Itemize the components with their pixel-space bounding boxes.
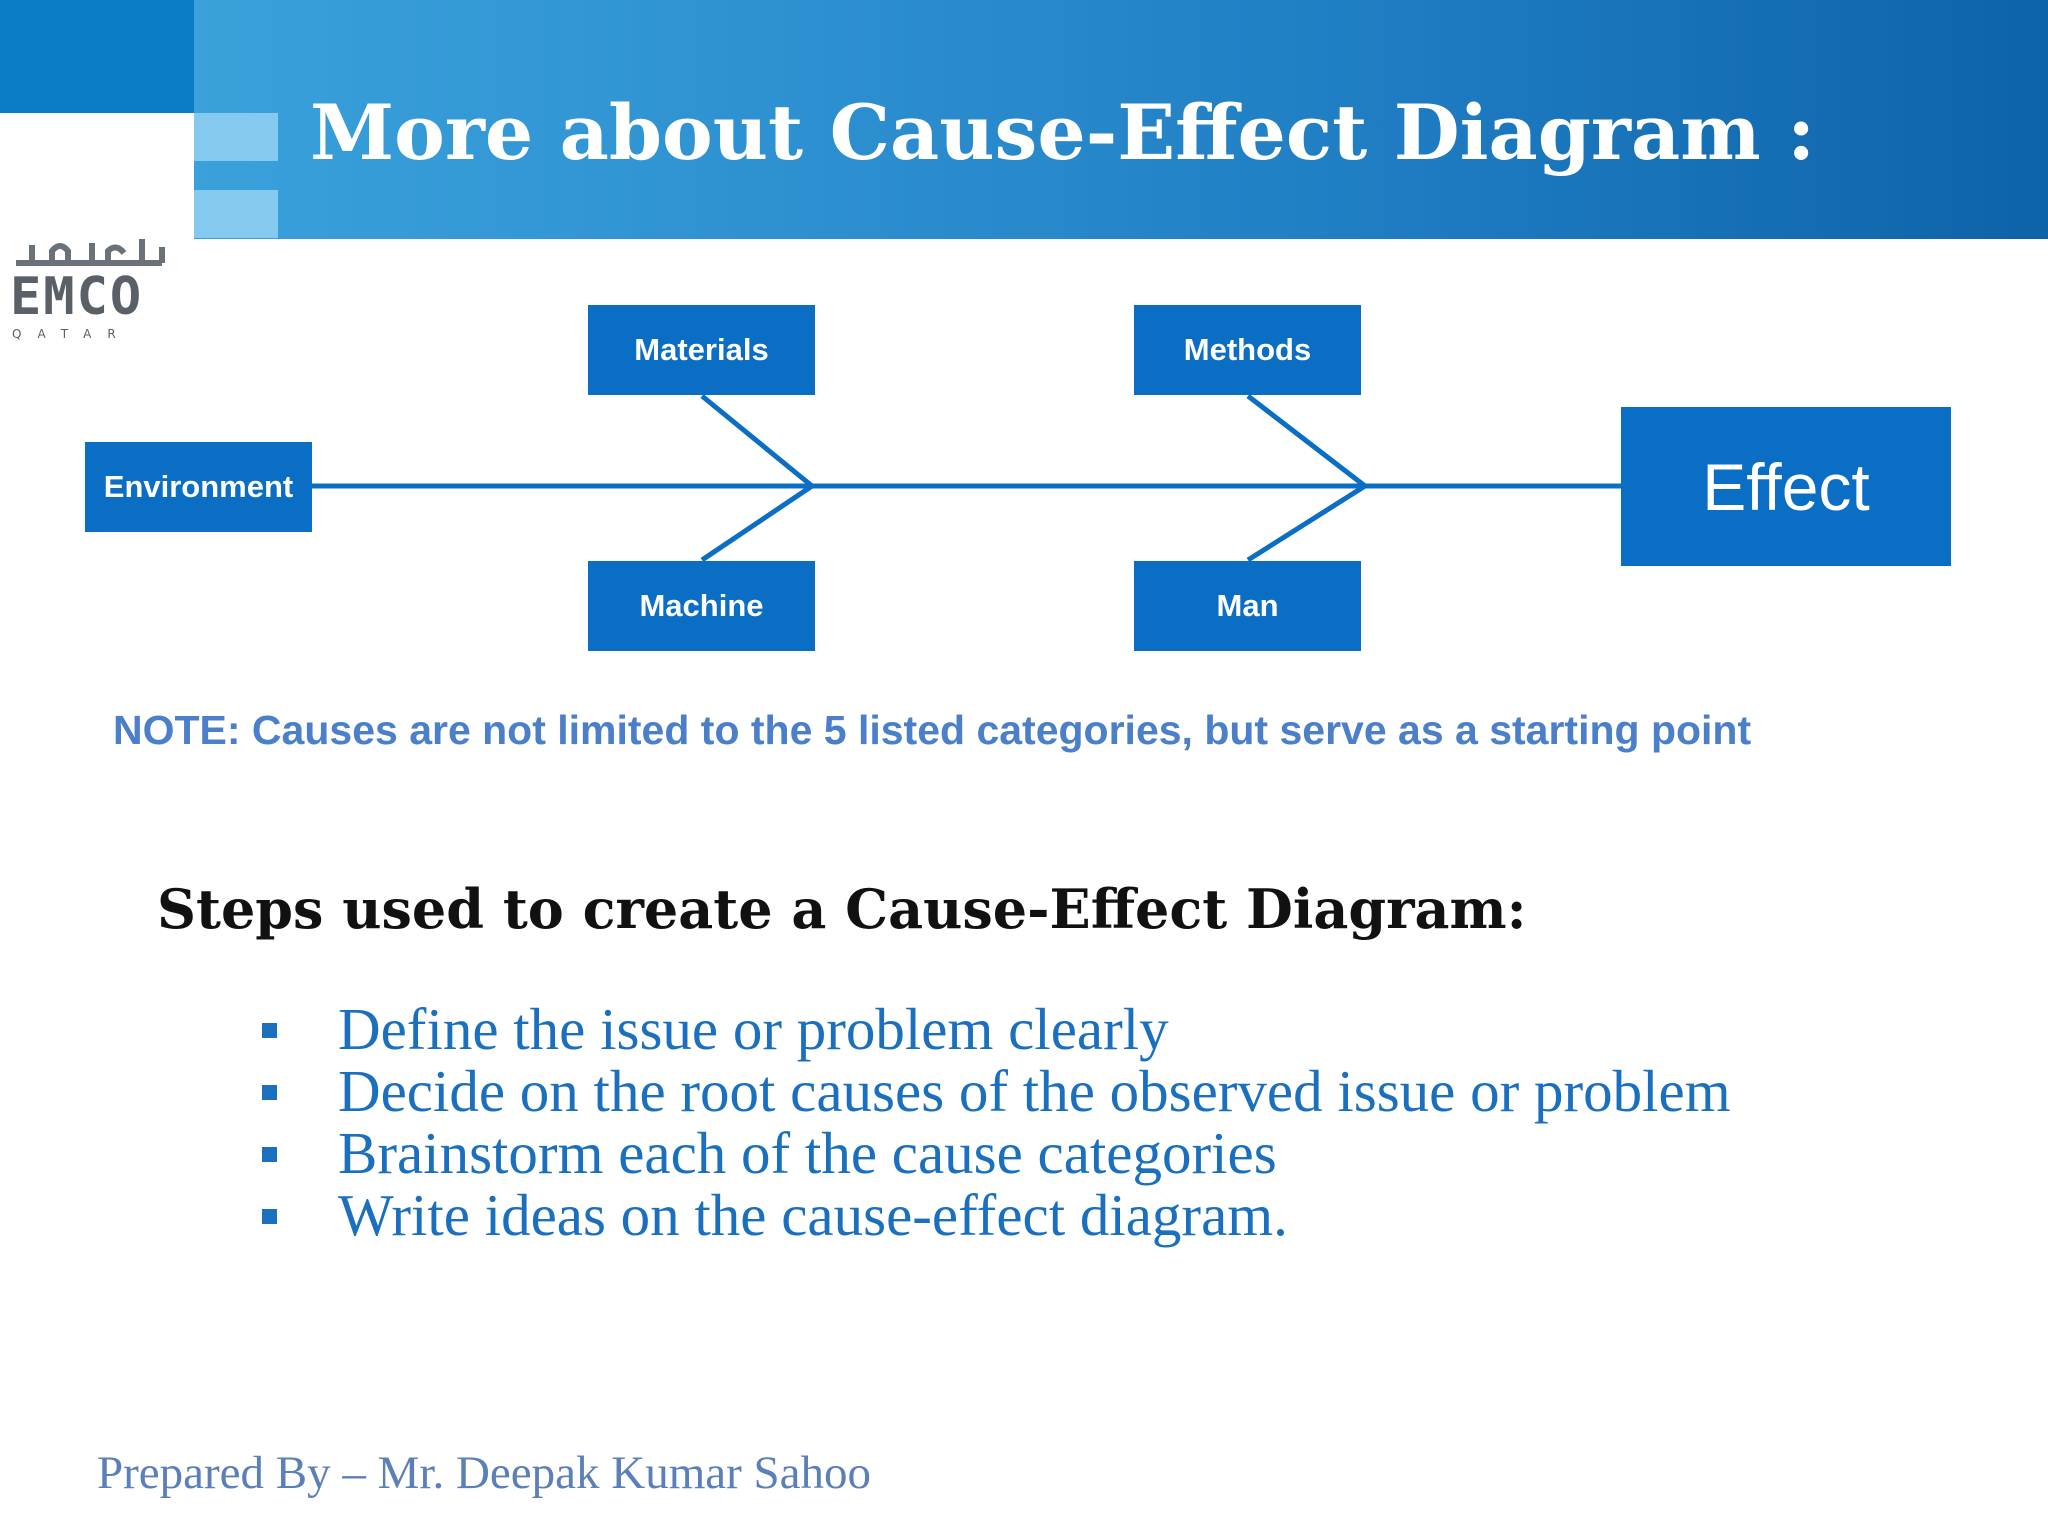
effect-box: Effect	[1621, 407, 1951, 566]
arabic-logo-mark	[16, 239, 165, 266]
step-text: Define the issue or problem clearly	[338, 996, 1169, 1062]
decorative-square	[194, 113, 278, 161]
steps-heading: Steps used to create a Cause-Effect Diag…	[157, 877, 1527, 941]
decorative-square	[194, 190, 278, 238]
square-bullet-icon	[262, 1023, 277, 1038]
methods-box: Methods	[1134, 305, 1361, 395]
man-bone	[1246, 483, 1367, 563]
materials-bone	[700, 394, 814, 488]
methods-bone	[1246, 394, 1367, 488]
machine-box: Machine	[588, 561, 815, 651]
note-text: NOTE: Causes are not limited to the 5 li…	[113, 707, 1752, 753]
company-logo: EMCO QATAR	[0, 113, 194, 341]
environment-box: Environment	[85, 442, 312, 532]
author-credit: Prepared By – Mr. Deepak Kumar Sahoo	[97, 1447, 872, 1499]
header-band: EMCO QATAR More about Cause-Effect Diagr…	[0, 0, 2048, 341]
square-bullet-icon	[262, 1147, 277, 1162]
logo-text: EMCO	[10, 267, 144, 327]
machine-bone	[700, 483, 814, 563]
square-bullet-icon	[262, 1085, 277, 1100]
materials-box: Materials	[588, 305, 815, 395]
fishbone-lines	[312, 394, 1621, 563]
step-text: Brainstorm each of the cause categories	[338, 1120, 1277, 1186]
logo-subtext: QATAR	[12, 327, 132, 341]
step-text: Decide on the root causes of the observe…	[338, 1058, 1731, 1124]
step-text: Write ideas on the cause-effect diagram.	[338, 1182, 1288, 1248]
square-bullet-icon	[262, 1209, 277, 1224]
man-box: Man	[1134, 561, 1361, 651]
page-title: More about Cause-Effect Diagram :	[310, 88, 1816, 177]
